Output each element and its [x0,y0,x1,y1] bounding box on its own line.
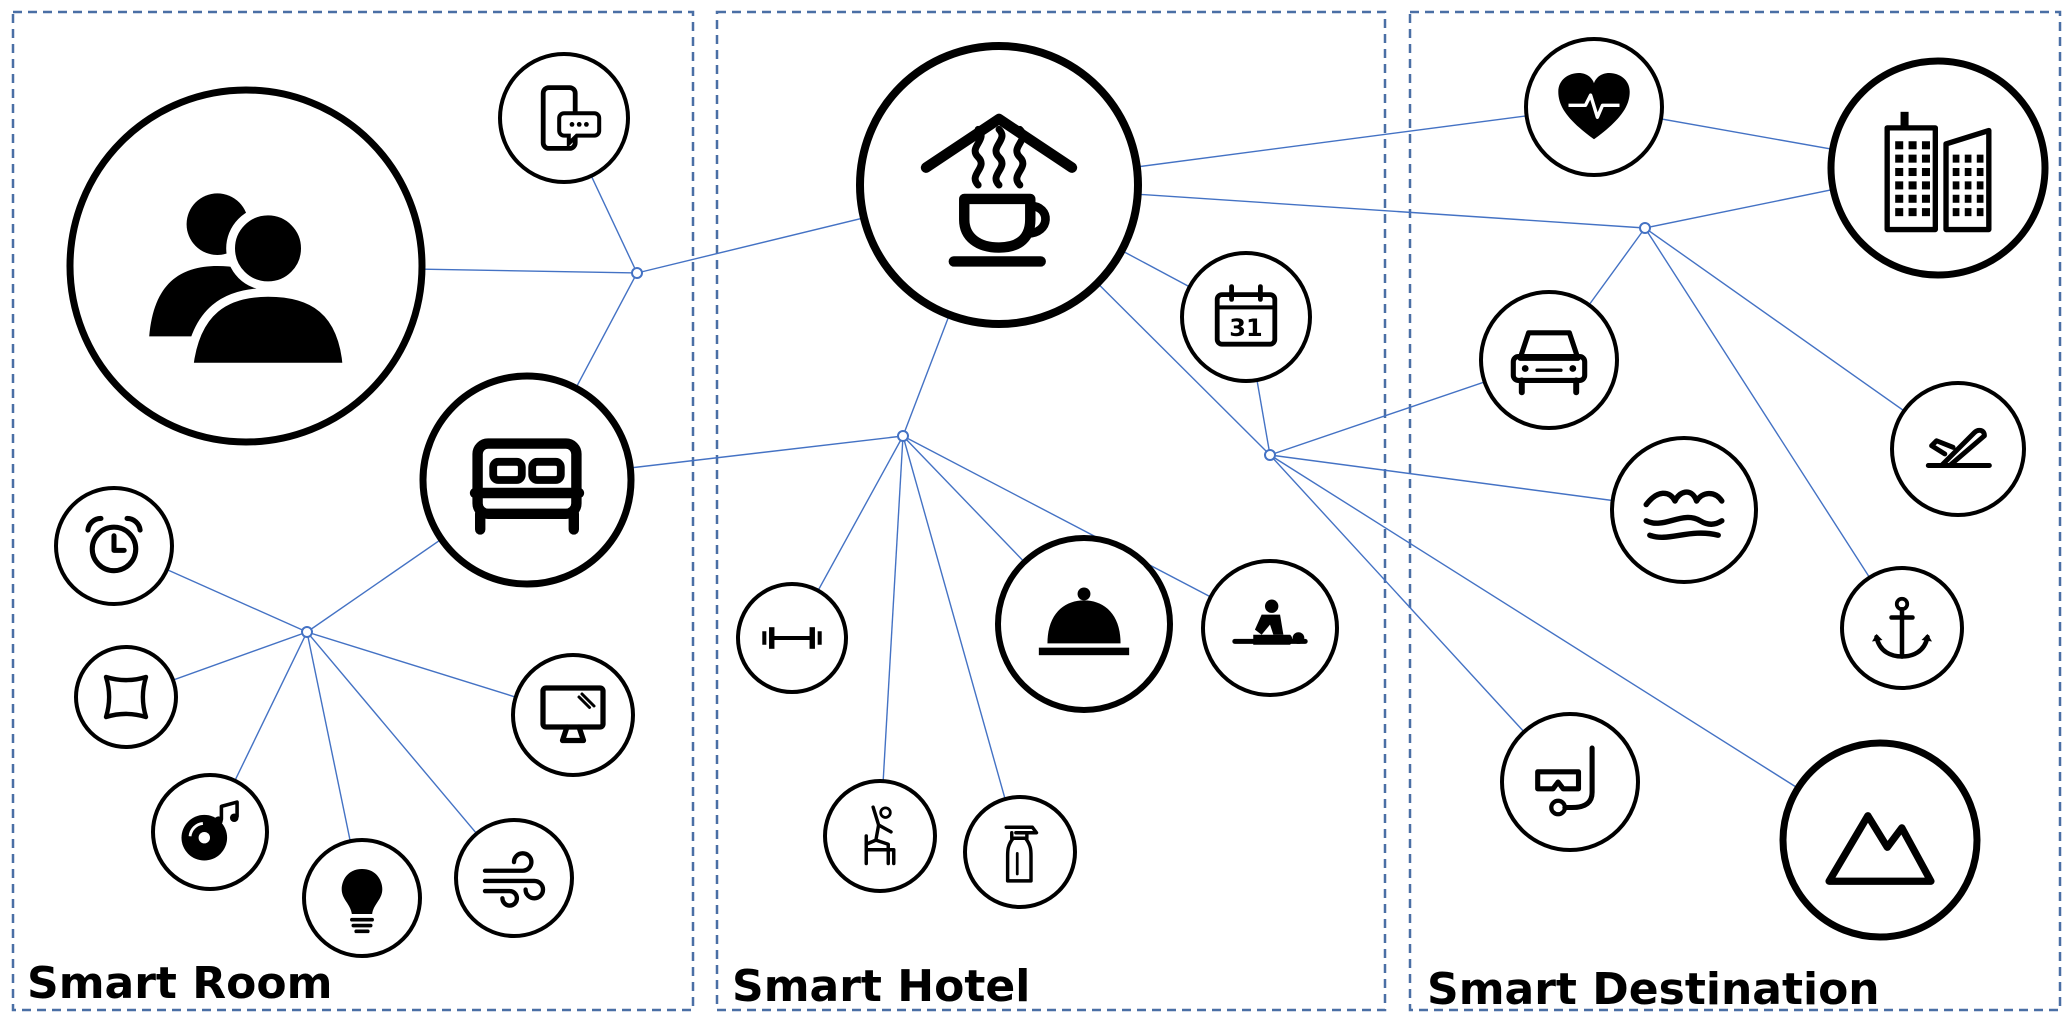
node-pillow [74,645,178,749]
monitor-icon [540,685,606,744]
node-hotel-cafe [856,42,1142,328]
music-disc-icon [181,800,239,861]
room-upper-hub [631,267,643,279]
node-alarm-clock [54,486,174,606]
massage-icon [1232,599,1308,645]
dumbbell-icon [762,627,822,649]
wind-icon [482,851,546,908]
node-circle-calendar [1180,251,1312,383]
heart-pulse-icon [1558,73,1630,140]
snorkel-icon [1535,745,1595,817]
icon-nodes: 31 [54,37,2049,958]
link-massage-hotel-hub [902,435,1271,629]
pillow-icon [103,674,149,720]
node-fitness-chair [823,779,937,893]
link-cleaning-hotel-hub [902,435,1021,853]
node-airplane [1890,381,2026,517]
node-sea [1610,436,1758,584]
panel-label-smart-destination: Smart Destination [1427,964,1880,1015]
mountain-icon [1825,812,1935,885]
panel-label-smart-hotel: Smart Hotel [732,961,1031,1012]
waves-icon [1643,489,1725,540]
guests-icon [149,193,352,372]
node-snorkel [1500,712,1640,852]
node-mountains [1779,739,1981,941]
airplane-icon [1925,427,1992,468]
node-cleaning [963,795,1077,909]
hub-points [301,222,1651,638]
node-monitor [511,653,635,777]
panel-frame-room [11,10,695,1012]
node-bed [419,372,635,588]
destination-hub [1639,222,1651,234]
node-marina [1840,566,1964,690]
link-mountains-hotel-right-hub [1269,454,1881,841]
node-circle-cleaning [963,795,1077,909]
node-circle-massage [1201,559,1339,697]
phone-chat-icon [540,85,602,151]
hotel-right-hub [1264,449,1276,461]
node-circle-monitor [511,653,635,777]
calendar-icon: 31 [1214,284,1278,347]
alarm-clock-icon [85,515,143,574]
hotel-coffee-icon [920,113,1078,267]
link-snorkel-hotel-right-hub [1269,454,1571,783]
anchor-icon [1872,596,1932,659]
node-calendar: 31 [1180,251,1312,383]
car-icon [1510,330,1588,396]
node-light-bulb [302,838,422,958]
bed-icon [469,438,585,535]
node-gym [736,582,848,694]
calendar-day-number: 31 [1229,314,1262,342]
spray-bottle-icon [1004,825,1039,883]
room-lower-hub [301,626,313,638]
light-bulb-icon [341,869,383,934]
exercise-icon [864,805,896,866]
node-guests [66,86,426,446]
node-music [151,773,269,891]
panel-frame-destination [1408,10,2062,1012]
node-circle-pillow [74,645,178,749]
node-circle-snorkel [1500,712,1640,852]
node-circle-fitness-chair [823,779,937,893]
link-marina-destination-hub [1644,227,1903,629]
cloche-icon [1038,587,1130,656]
node-phone-chat [498,52,630,184]
hotel-hub [897,430,909,442]
node-car [1479,290,1619,430]
buildings-icon [1884,111,1992,233]
node-air-wind [454,818,574,938]
panel-frame-hotel [715,10,1387,1012]
node-circle-bed [419,372,635,588]
panel-label-smart-room: Smart Room [27,958,333,1009]
panel-frames [11,10,2062,1012]
node-room-service [995,535,1173,713]
node-health [1524,37,1664,177]
link-fitness-chair-hotel-hub [879,435,904,837]
node-circle-air-wind [454,818,574,938]
node-circle-sea [1610,436,1758,584]
node-city [1827,57,2049,279]
node-massage [1201,559,1339,697]
